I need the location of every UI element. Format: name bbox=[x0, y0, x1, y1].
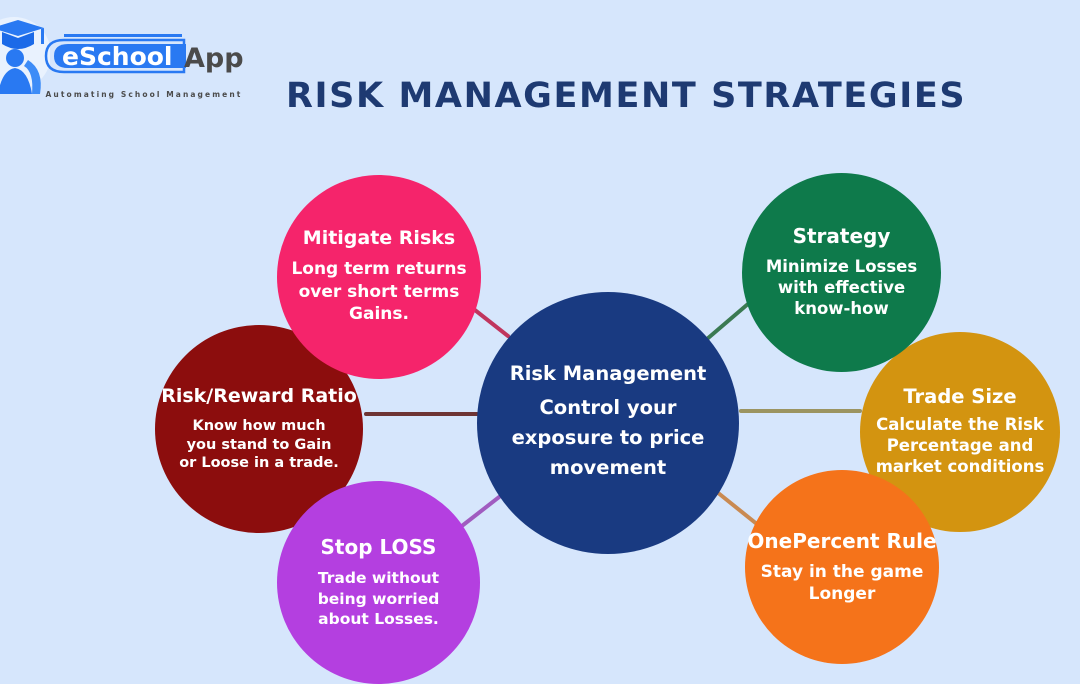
node-title: Risk/Reward Ratio bbox=[161, 384, 357, 407]
node-title: OnePercent Rule bbox=[747, 528, 937, 553]
node-risk-management[interactable]: Risk Management Control your exposure to… bbox=[477, 292, 739, 554]
node-description: Calculate the Risk Percentage and market… bbox=[875, 415, 1045, 476]
logo-wordmark: eSchool App bbox=[44, 34, 244, 74]
node-title: Risk Management bbox=[509, 361, 707, 385]
node-description: Know how much you stand to Gain or Loose… bbox=[179, 418, 339, 471]
node-stop-loss[interactable]: Stop LOSS Trade without being worried ab… bbox=[277, 481, 480, 684]
logo-tagline: Automating School Management bbox=[45, 90, 243, 99]
graduate-cap-logo-icon bbox=[0, 17, 50, 94]
node-one-percent-rule[interactable]: OnePercent Rule Stay in the game Longer bbox=[745, 470, 939, 664]
node-description: Long term returns over short terms Gains… bbox=[291, 259, 467, 325]
node-description: Minimize Losses with effective know-how bbox=[765, 256, 918, 319]
node-strategy[interactable]: Strategy Minimize Losses with effective … bbox=[742, 173, 941, 372]
node-description: Trade without being worried about Losses… bbox=[317, 569, 440, 628]
node-title: Trade Size bbox=[903, 385, 1017, 409]
node-mitigate-risks[interactable]: Mitigate Risks Long term returns over sh… bbox=[277, 175, 481, 379]
svg-text:eSchool: eSchool bbox=[62, 42, 173, 71]
node-description: Stay in the game Longer bbox=[760, 562, 924, 605]
node-title: Mitigate Risks bbox=[302, 227, 456, 250]
page-title: RISK MANAGEMENT STRATEGIES bbox=[286, 76, 967, 116]
node-description: Control your exposure to price movement bbox=[511, 395, 705, 480]
svg-text:App: App bbox=[184, 43, 244, 74]
node-title: Stop LOSS bbox=[320, 535, 437, 560]
brand-logo: eSchool App Automating School Management bbox=[0, 8, 250, 108]
node-title: Strategy bbox=[792, 224, 891, 249]
